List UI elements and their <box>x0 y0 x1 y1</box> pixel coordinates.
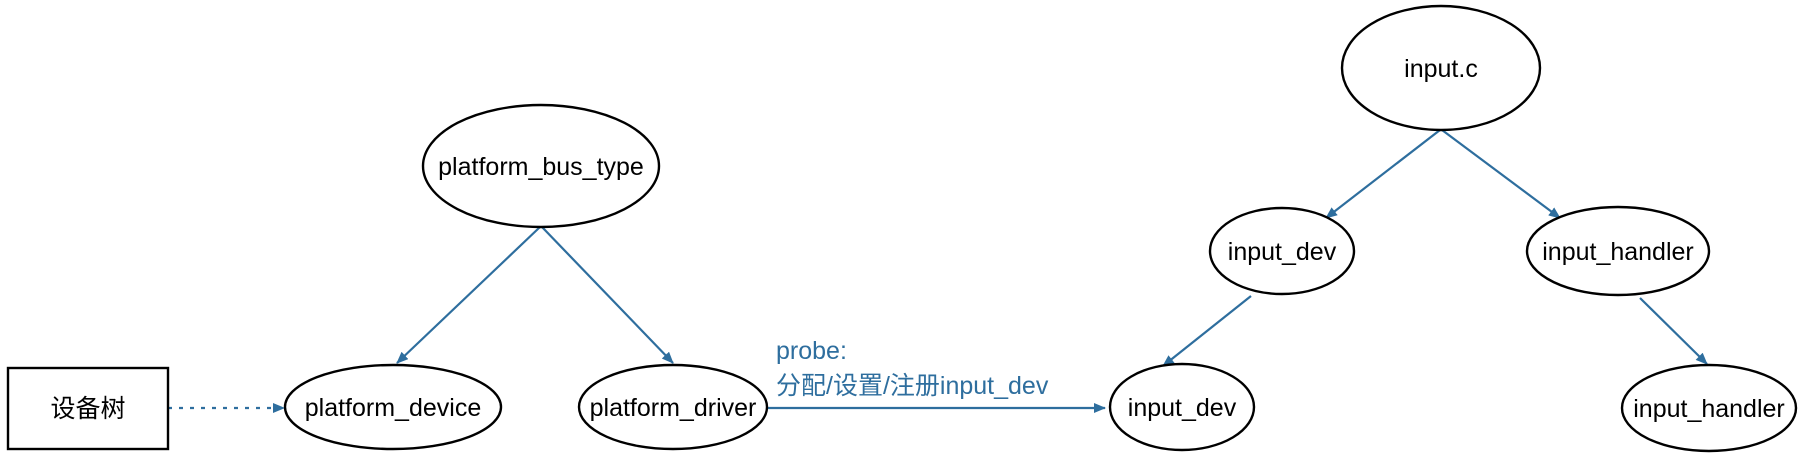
node-input-c[interactable]: input.c <box>1340 4 1542 132</box>
node-input-dev-bottom-label: input_dev <box>1128 394 1237 422</box>
node-input-dev-top-label: input_dev <box>1228 238 1337 266</box>
node-platform-driver-label: platform_driver <box>590 394 757 422</box>
node-platform-bus-type-label: platform_bus_type <box>438 153 644 181</box>
edge-input-c-to-input-handler <box>1441 129 1561 219</box>
edges <box>168 129 1708 413</box>
node-device-tree-label: 设备树 <box>50 395 125 423</box>
edge-input-handler-to-input-handler <box>1639 297 1708 365</box>
edge-input-dev-to-input-dev <box>1162 295 1252 367</box>
node-platform-driver[interactable]: platform_driver <box>577 363 769 451</box>
probe-label-line2: 分配/设置/注册input_dev <box>776 372 1049 400</box>
node-device-tree[interactable]: 设备树 <box>6 366 170 451</box>
edge-input-c-to-input-dev <box>1325 129 1441 219</box>
node-input-handler-top-label: input_handler <box>1542 238 1694 266</box>
probe-label-line1: probe: <box>776 337 847 365</box>
node-input-dev-bottom[interactable]: input_dev <box>1108 362 1256 452</box>
edge-bus-type-to-platform-driver <box>541 226 674 364</box>
probe-edge-label: probe: 分配/设置/注册input_dev <box>776 337 1049 400</box>
node-platform-bus-type[interactable]: platform_bus_type <box>421 103 661 229</box>
node-platform-device-label: platform_device <box>305 394 481 422</box>
node-input-c-label: input.c <box>1404 55 1478 83</box>
node-platform-device[interactable]: platform_device <box>283 363 503 451</box>
node-input-handler-bottom-label: input_handler <box>1633 395 1785 423</box>
node-input-handler-bottom[interactable]: input_handler <box>1620 363 1798 453</box>
node-input-handler-top[interactable]: input_handler <box>1525 205 1711 297</box>
node-input-dev-top[interactable]: input_dev <box>1208 206 1356 296</box>
edge-bus-type-to-platform-device <box>396 226 541 364</box>
